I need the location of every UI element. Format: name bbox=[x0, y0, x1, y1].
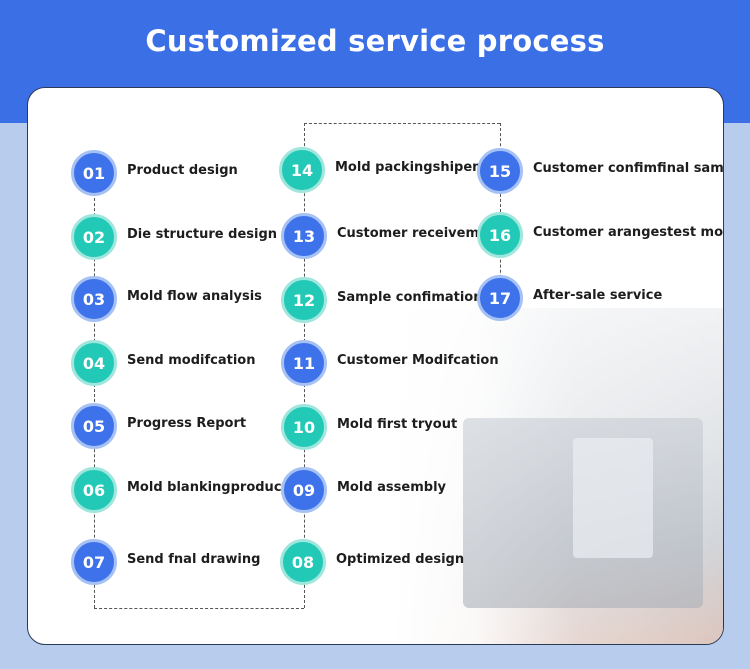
connector-line bbox=[304, 123, 500, 124]
connector-line bbox=[500, 123, 501, 298]
step-number-circle: 06 bbox=[71, 467, 117, 513]
step-number-circle: 04 bbox=[71, 340, 117, 386]
step-label: Progress Report bbox=[127, 416, 247, 431]
step-label: Mold blankingproduction bbox=[127, 480, 311, 495]
page-title: Customized service process bbox=[145, 24, 605, 58]
step-label: Customer arangestest mold bbox=[533, 225, 724, 240]
step-label: After-sale service bbox=[533, 288, 663, 303]
step-number-circle: 01 bbox=[71, 150, 117, 196]
step-label: Die structure design bbox=[127, 227, 278, 242]
step-number-circle: 09 bbox=[281, 467, 327, 513]
step-label: Product design bbox=[127, 163, 238, 178]
step-number-circle: 14 bbox=[279, 147, 325, 193]
connector-line bbox=[94, 188, 95, 608]
step-number-circle: 13 bbox=[281, 213, 327, 259]
machine-window bbox=[573, 438, 653, 558]
step-label: Send fnal drawing bbox=[127, 552, 261, 567]
step-label: Optimized design bbox=[336, 552, 465, 567]
step-label: Customer receivemold bbox=[337, 226, 502, 241]
step-number-circle: 08 bbox=[280, 539, 326, 585]
process-card: 01 Product design 02 Die structure desig… bbox=[27, 87, 724, 645]
connector-line bbox=[94, 608, 304, 609]
step-number-circle: 17 bbox=[477, 275, 523, 321]
step-label: Send modifcation bbox=[127, 353, 256, 368]
step-label: Mold flow analysis bbox=[127, 289, 262, 304]
step-label: Customer confimfinal sample bbox=[533, 161, 724, 176]
step-number-circle: 11 bbox=[281, 340, 327, 386]
step-number-circle: 16 bbox=[477, 212, 523, 258]
step-number-circle: 15 bbox=[477, 148, 523, 194]
step-label: Mold packingshipement bbox=[335, 160, 511, 175]
step-number-circle: 02 bbox=[71, 214, 117, 260]
step-number-circle: 07 bbox=[71, 539, 117, 585]
step-number-circle: 10 bbox=[281, 404, 327, 450]
step-label: Sample confimation bbox=[337, 290, 483, 305]
step-label: Mold assembly bbox=[337, 480, 447, 495]
step-label: Customer Modifcation bbox=[337, 353, 499, 368]
step-number-circle: 05 bbox=[71, 403, 117, 449]
step-label: Mold first tryout bbox=[337, 417, 458, 432]
step-number-circle: 12 bbox=[281, 277, 327, 323]
step-number-circle: 03 bbox=[71, 276, 117, 322]
